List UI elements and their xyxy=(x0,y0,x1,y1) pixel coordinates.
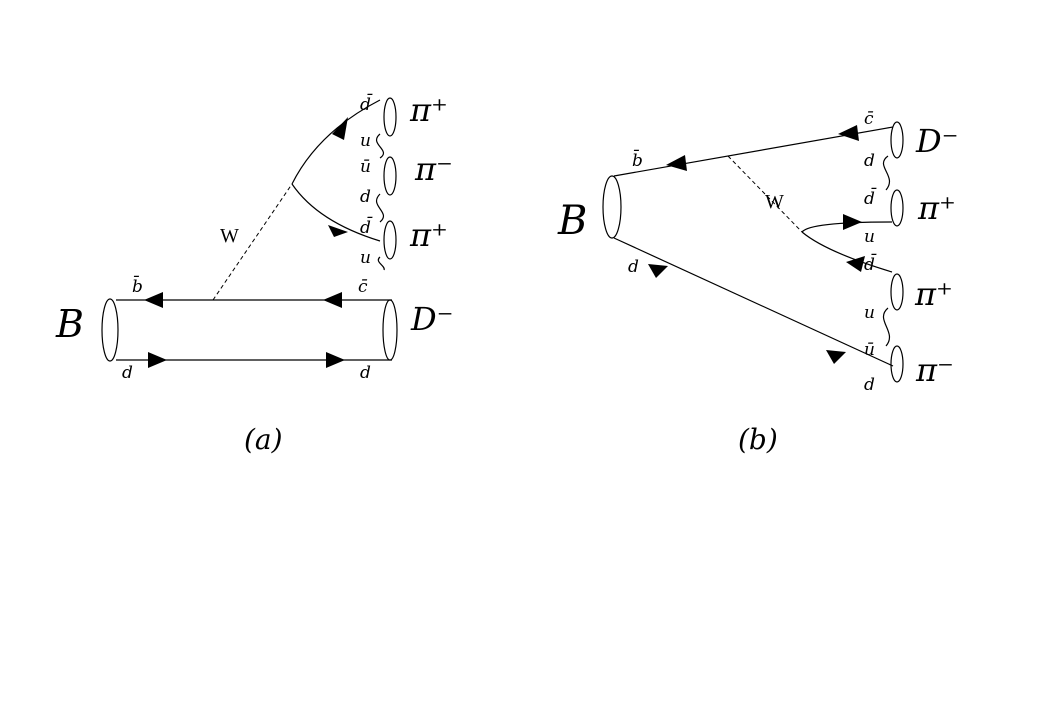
b-meson-label-a: B xyxy=(55,302,84,346)
arrow-lower-branch-b xyxy=(846,256,865,272)
diagram-b: B W b̄ d c̄ d d̄ u d̄ u ū d D⁻ π⁺ π⁺ π⁻ … xyxy=(557,109,959,456)
w-propagator-b xyxy=(727,155,803,233)
arrow-left-2-a xyxy=(323,292,342,308)
pion-label-3-b: π⁻ xyxy=(915,351,954,389)
diagram-a: B W b̄ d c̄ d d̄ u ū d d̄ u π⁺ π⁻ π⁺ D⁻ … xyxy=(55,91,454,456)
w-propagator-a xyxy=(212,183,293,301)
pion-blob-2-b xyxy=(890,273,904,311)
d-meson-blob-b xyxy=(890,121,904,159)
quark-ubar-mid-a: ū xyxy=(360,157,371,177)
lower-branch-a xyxy=(291,183,381,242)
pion-label-2-b: π⁺ xyxy=(914,275,953,313)
wavy-link-2-b xyxy=(882,307,891,347)
caption-b: (b) xyxy=(738,423,778,456)
pion-label-1-a: π⁺ xyxy=(409,91,448,129)
upper-branch-a xyxy=(291,99,381,185)
arrow-right-1-a xyxy=(148,352,167,368)
quark-d-top-mid-b: d xyxy=(864,151,875,171)
pion-label-1-b: π⁺ xyxy=(917,189,956,227)
quark-bbar-b: b̄ xyxy=(632,148,643,171)
quark-d-lower-b: d xyxy=(628,257,639,277)
quark-dbar-w2-b: d̄ xyxy=(864,252,877,275)
wavy-link-1-a xyxy=(376,133,384,159)
quark-dbar-low-a: d̄ xyxy=(360,215,373,238)
b-meson-label-b: B xyxy=(557,198,587,244)
d-meson-label-b: D⁻ xyxy=(915,122,959,160)
pion-blob-3-b xyxy=(890,345,904,383)
arrow-d-2-b xyxy=(826,350,846,364)
quark-cbar-a: c̄ xyxy=(358,277,368,297)
quark-u-low-a: u xyxy=(360,248,371,268)
wavy-link-1-b xyxy=(882,155,891,191)
quark-cbar-b: c̄ xyxy=(864,109,874,129)
arrow-right-2-a xyxy=(326,352,345,368)
pion-blob-2-a xyxy=(383,156,397,196)
quark-d-left-a: d xyxy=(122,363,133,383)
d-line-b xyxy=(613,237,894,367)
wavy-link-3-a xyxy=(377,256,385,271)
d-meson-blob-a xyxy=(382,299,398,361)
b-meson-blob-b xyxy=(602,175,622,239)
pion-blob-1-a xyxy=(383,97,397,137)
w-label-a: W xyxy=(220,225,239,247)
b-meson-blob-a xyxy=(101,298,119,362)
lower-branch-b xyxy=(801,231,893,273)
arrow-upper-branch-b xyxy=(843,214,862,230)
quark-dbar-top-b: d̄ xyxy=(864,186,877,209)
arrow-bbar-2-b xyxy=(838,125,859,141)
pion-label-3-a: π⁺ xyxy=(409,216,448,254)
quark-bbar-a: b̄ xyxy=(132,274,143,297)
quark-d-mid-a: d xyxy=(360,187,371,207)
quark-u-mid-b: u xyxy=(864,303,875,323)
pion-label-2-a: π⁻ xyxy=(414,150,453,188)
quark-d-right-a: d xyxy=(360,363,371,383)
quark-u-top-a: u xyxy=(360,131,371,151)
pion-blob-1-b xyxy=(890,189,904,227)
quark-d-bottom-b: d xyxy=(864,375,875,395)
arrow-left-1-a xyxy=(144,292,163,308)
w-label-b: W xyxy=(765,191,784,213)
caption-a: (a) xyxy=(244,423,283,456)
arrow-d-1-b xyxy=(648,264,668,278)
arrow-upper-branch-a xyxy=(332,117,348,140)
arrow-bbar-1-b xyxy=(666,155,687,171)
d-meson-label-a: D⁻ xyxy=(410,300,454,338)
upper-branch-b xyxy=(801,221,893,233)
wavy-link-2-a xyxy=(376,193,384,223)
quark-u-w1-b: u xyxy=(864,227,875,247)
quark-ubar-low-b: ū xyxy=(864,340,875,360)
pion-blob-3-a xyxy=(383,220,397,260)
arrow-lower-branch-a xyxy=(328,225,348,237)
quark-dbar-top-a: d̄ xyxy=(360,92,373,115)
